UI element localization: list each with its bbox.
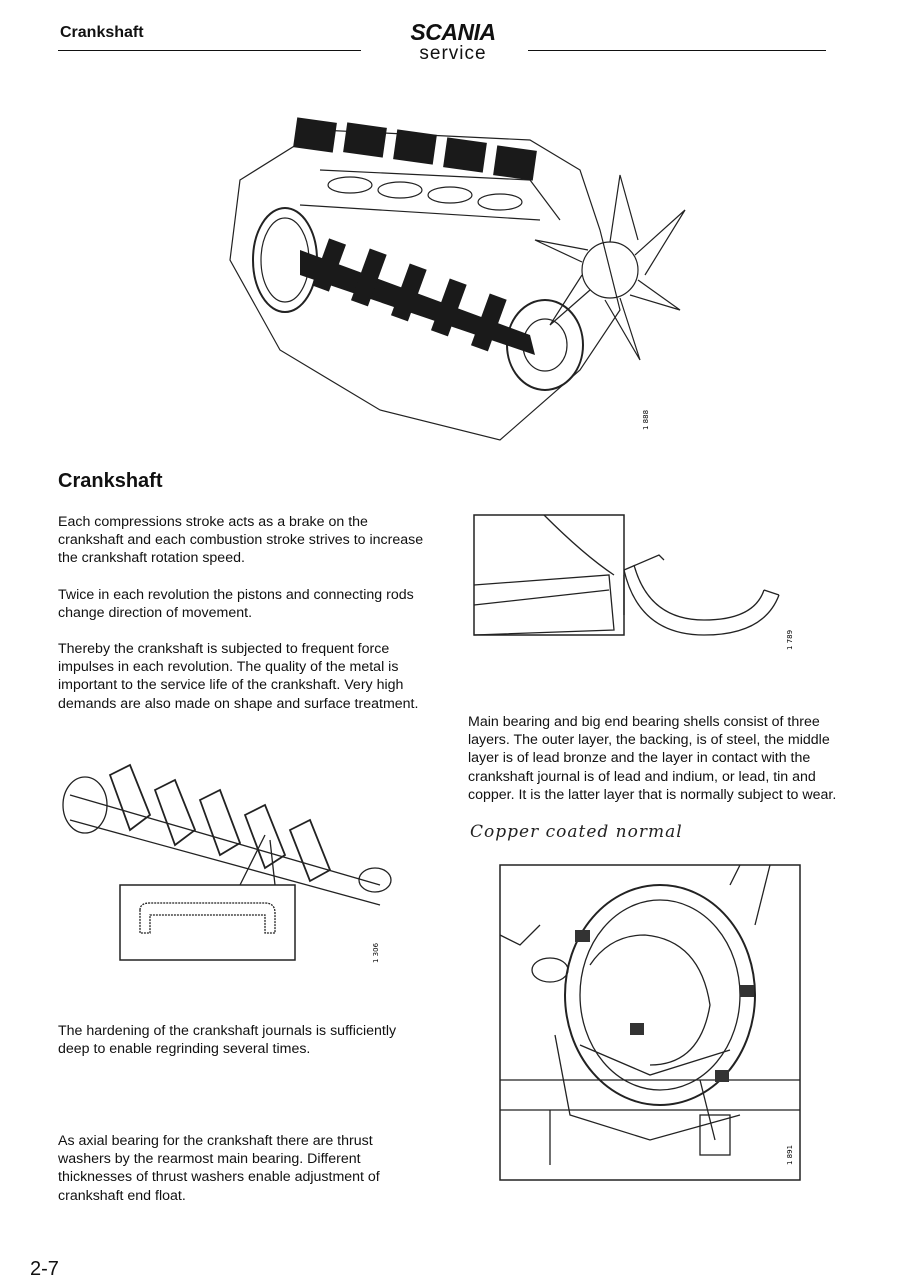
logo-sub: service	[419, 43, 487, 64]
paragraph-compression-stroke: Each compressions stroke acts as a brake…	[58, 514, 424, 567]
header-rule-right	[528, 50, 826, 51]
figure-code-bearing-shell: 1 789	[786, 630, 794, 650]
paragraph-bearing-shells: Main bearing and big end bearing shells …	[468, 714, 837, 803]
header-rule-left	[58, 50, 361, 51]
crankshaft-illustration: 1 306	[62, 763, 392, 963]
engine-crankshaft-illustration: 1 888	[229, 117, 686, 441]
paragraph-axial-bearing: As axial bearing for the crankshaft ther…	[58, 1133, 380, 1204]
paragraph-pistons-direction: Twice in each revolution the pistons and…	[58, 587, 414, 622]
figure-code-engine: 1 888	[642, 410, 650, 430]
header-section-title: Crankshaft	[60, 24, 144, 41]
paragraph-hardening: The hardening of the crankshaft journals…	[58, 1023, 397, 1058]
scania-service-logo: SCANIA service	[388, 20, 518, 64]
page-number: 2-7	[30, 1258, 59, 1280]
thrust-bearing-illustration: 1 891	[499, 864, 801, 1181]
figure-code-crankshaft: 1 306	[372, 942, 380, 963]
bearing-shell-illustration: 1 789	[473, 514, 794, 650]
paragraph-force-impulses: Thereby the crankshaft is subjected to f…	[58, 641, 419, 712]
figure-code-thrust-bearing: 1 891	[786, 1145, 794, 1165]
handwritten-note: Copper coated normal	[470, 822, 683, 842]
page-title: Crankshaft	[58, 470, 163, 492]
logo-brand: SCANIA	[410, 19, 496, 45]
